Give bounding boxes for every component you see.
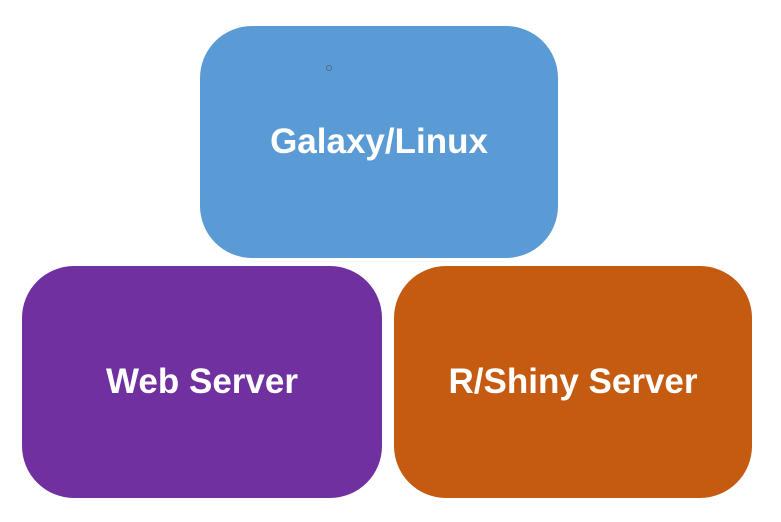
galaxy-linux-label: Galaxy/Linux	[270, 122, 488, 161]
web-server-label: Web Server	[106, 362, 298, 401]
small-circle-marker	[326, 65, 332, 71]
r-shiny-server-box: R/Shiny Server	[394, 266, 752, 498]
web-server-box: Web Server	[22, 266, 382, 498]
r-shiny-server-label: R/Shiny Server	[448, 362, 698, 401]
galaxy-linux-box: Galaxy/Linux	[200, 26, 558, 258]
